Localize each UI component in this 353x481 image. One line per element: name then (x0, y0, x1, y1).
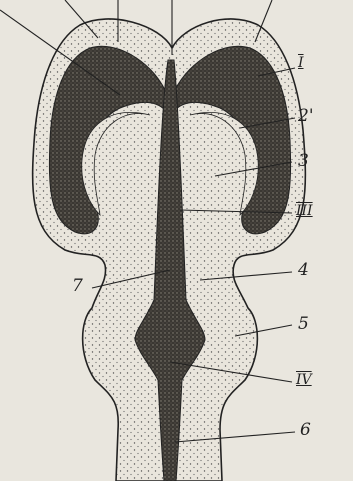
label-IV: IV (296, 373, 312, 387)
label-6: 6 (300, 422, 311, 439)
label-III: III (296, 204, 313, 218)
label-7: 7 (72, 278, 83, 295)
label-5: 5 (298, 316, 309, 333)
label-3: 3 (298, 153, 309, 170)
label-4: 4 (298, 262, 309, 279)
label-2prime: 2' (298, 108, 314, 125)
label-I: I (298, 56, 304, 70)
